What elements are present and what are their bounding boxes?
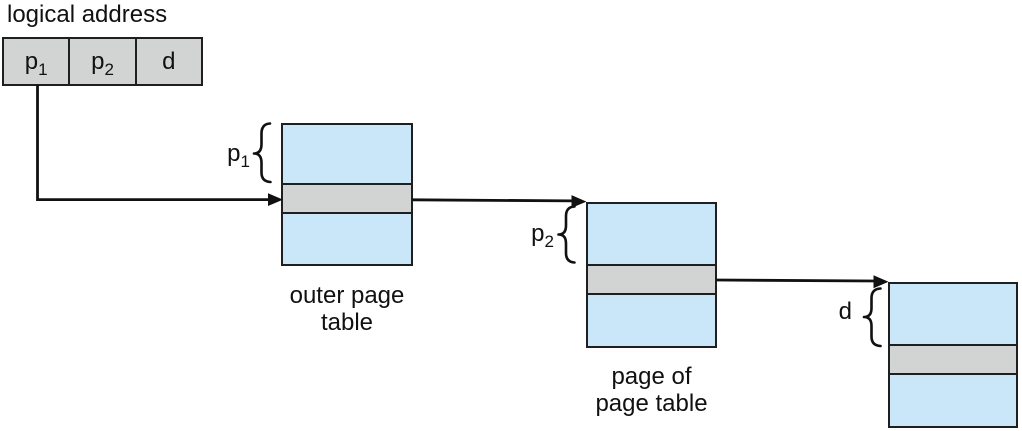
p2-brace-icon bbox=[557, 205, 576, 264]
outer-page-table-selected-entry bbox=[283, 183, 411, 214]
arrow-outer-to-page-of-page-table bbox=[411, 198, 574, 203]
p2-index-label: p2 bbox=[531, 220, 554, 251]
d-brace-icon bbox=[862, 287, 882, 348]
logical-address-cell-p2: p2 bbox=[68, 39, 134, 84]
p1-index-label: p1 bbox=[227, 140, 250, 171]
page-of-page-table-caption-line2: page table bbox=[595, 390, 708, 417]
outer-page-table-top-rows bbox=[283, 125, 411, 183]
page-of-page-table-caption-line1: page of bbox=[611, 363, 692, 390]
outer-page-table-caption-line1: outer page bbox=[289, 282, 405, 309]
arrow-page-of-page-table-to-final bbox=[715, 278, 876, 283]
outer-page-table-bottom-rows bbox=[283, 214, 411, 264]
outer-page-table-caption: outer page table bbox=[271, 282, 423, 336]
logical-address-title: logical address bbox=[7, 1, 168, 28]
logical-address-cell-d: d bbox=[134, 39, 201, 84]
page-of-page-table-selected-entry bbox=[588, 264, 715, 295]
final-page-table-selected-entry bbox=[890, 344, 1016, 375]
outer-page-table bbox=[281, 123, 413, 266]
cell-d-label: d bbox=[162, 47, 176, 75]
page-of-page-table-bottom-rows bbox=[588, 295, 715, 346]
final-page-table-bottom-rows bbox=[890, 375, 1016, 426]
arrowhead-outer-to-page-of-page-table bbox=[571, 195, 587, 208]
page-of-page-table-caption: page of page table bbox=[576, 363, 727, 417]
d-index-label: d bbox=[838, 298, 852, 325]
p1-brace-icon bbox=[252, 122, 272, 184]
page-of-page-table-top-rows bbox=[588, 204, 715, 264]
cell-p2-label: p2 bbox=[91, 47, 114, 79]
arrowhead-page-of-page-table-to-final bbox=[873, 275, 889, 289]
page-of-page-table bbox=[586, 202, 717, 348]
logical-address-box: p1 p2 d bbox=[2, 37, 203, 86]
outer-page-table-caption-line2: table bbox=[320, 309, 374, 336]
logical-address-cell-p1: p1 bbox=[4, 39, 68, 84]
final-page-table bbox=[888, 282, 1018, 428]
final-page-table-top-rows bbox=[890, 284, 1016, 344]
cell-p1-label: p1 bbox=[24, 47, 48, 79]
